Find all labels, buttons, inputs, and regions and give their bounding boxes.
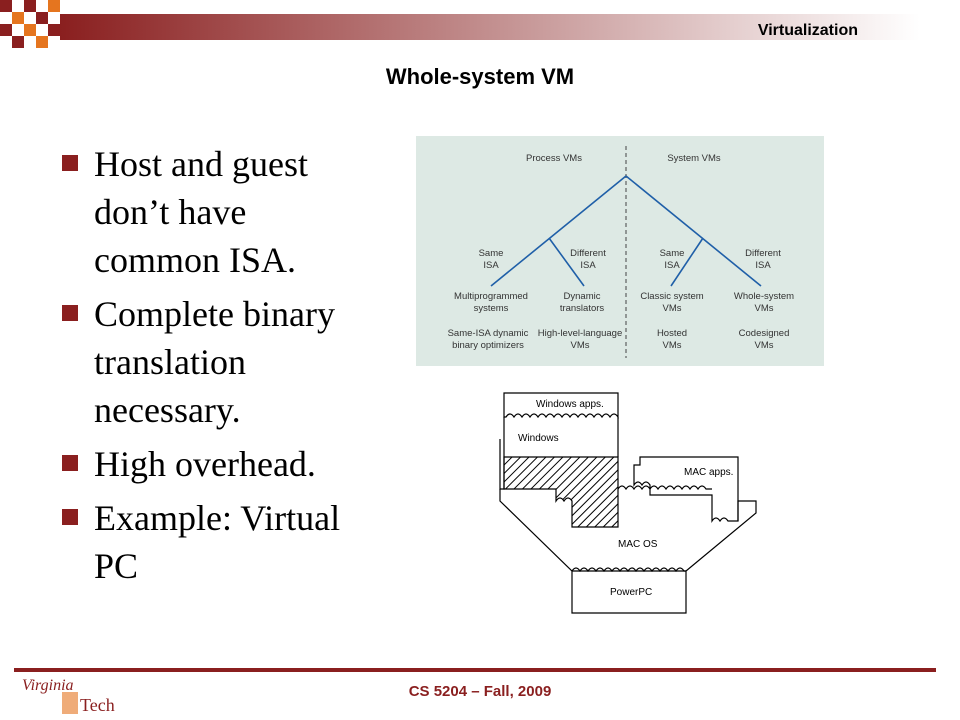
emulation-layer xyxy=(503,456,619,528)
label-high-level-language: VMs xyxy=(571,340,590,351)
label-high-level-language: High-level-language xyxy=(538,328,623,339)
label-different-isa-left: Different xyxy=(570,248,606,259)
label-different-isa-right: ISA xyxy=(755,260,771,271)
label-mac-apps: MAC apps. xyxy=(684,467,733,478)
bullet-item: Complete binary translation necessary. xyxy=(60,290,380,434)
footer-course-label: CS 5204 – Fall, 2009 xyxy=(408,683,552,700)
label-same-isa-dynamic: binary optimizers xyxy=(452,340,524,351)
powerpc-box xyxy=(571,567,687,614)
windows-apps-box xyxy=(503,392,619,419)
header-square xyxy=(12,12,24,24)
label-codesigned: Codesigned xyxy=(739,328,790,339)
label-codesigned: VMs xyxy=(755,340,774,351)
tree-branch xyxy=(670,237,704,287)
svg-text:Virginia: Virginia xyxy=(22,677,74,694)
label-multiprogrammed: Multiprogrammed xyxy=(454,291,528,302)
square-bullet-icon xyxy=(62,455,78,471)
label-hosted: VMs xyxy=(663,340,682,351)
label-whole-system: Whole-system xyxy=(734,291,794,302)
label-dynamic-translators: translators xyxy=(560,303,605,314)
header-square xyxy=(36,36,48,48)
square-bullet-icon xyxy=(62,155,78,171)
software-stack-diagram: Windows apps. Windows MAC apps. MAC OS P… xyxy=(499,392,757,614)
label-multiprogrammed: systems xyxy=(474,303,509,314)
mac-apps-wave xyxy=(617,485,712,491)
label-different-isa-left: ISA xyxy=(580,260,596,271)
bullet-text: Complete binary translation necessary. xyxy=(94,294,335,430)
bullet-text: Host and guest don’t have common ISA. xyxy=(94,144,308,280)
label-windows: Windows xyxy=(518,433,559,444)
taxonomy-background xyxy=(416,136,824,366)
mac-os-region xyxy=(499,489,757,572)
header-gradient-bar xyxy=(60,14,920,40)
label-hosted: Hosted xyxy=(657,328,687,339)
virginia-tech-logo: Virginia Tech xyxy=(22,677,115,715)
header-square xyxy=(36,12,48,24)
label-process-vms: Process VMs xyxy=(526,153,582,164)
label-same-isa-left: ISA xyxy=(483,260,499,271)
tree-branch xyxy=(490,175,627,287)
bullet-item: Example: Virtual PC xyxy=(60,494,380,590)
bullet-text: High overhead. xyxy=(94,444,316,484)
header-band xyxy=(0,0,920,48)
label-same-isa-left: Same xyxy=(479,248,504,259)
label-same-isa-dynamic: Same-ISA dynamic xyxy=(448,328,529,339)
label-system-vms: System VMs xyxy=(667,153,721,164)
slide-title: Whole-system VM xyxy=(385,64,575,89)
header-square xyxy=(12,36,24,48)
bullet-item: Host and guest don’t have common ISA. xyxy=(60,140,380,284)
label-classic-system: Classic system xyxy=(640,291,703,302)
header-title: Virtualization xyxy=(757,22,858,39)
header-square xyxy=(0,0,12,12)
header-square xyxy=(0,24,12,36)
label-classic-system: VMs xyxy=(663,303,682,314)
header-square xyxy=(24,0,36,12)
label-mac-os: MAC OS xyxy=(618,539,658,550)
header-square xyxy=(48,0,60,12)
square-bullet-icon xyxy=(62,305,78,321)
label-same-isa-right: Same xyxy=(660,248,685,259)
header-square xyxy=(48,24,60,36)
tree-branch xyxy=(548,237,585,287)
label-dynamic-translators: Dynamic xyxy=(564,291,601,302)
label-different-isa-right: Different xyxy=(745,248,781,259)
svg-text:Tech: Tech xyxy=(80,695,115,715)
square-bullet-icon xyxy=(62,509,78,525)
label-whole-system: VMs xyxy=(755,303,774,314)
label-same-isa-right: ISA xyxy=(664,260,680,271)
vm-taxonomy-diagram: Process VMs System VMs Same ISA Differen… xyxy=(416,136,824,366)
bullet-item: High overhead. xyxy=(60,440,380,488)
bullet-text: Example: Virtual PC xyxy=(94,498,341,586)
header-square xyxy=(24,24,36,36)
tree-branch xyxy=(625,175,762,287)
label-windows-apps: Windows apps. xyxy=(536,399,604,410)
windows-box xyxy=(499,417,619,490)
bullet-list: Host and guest don’t have common ISA. Co… xyxy=(60,140,380,596)
footer-divider xyxy=(14,668,936,672)
mac-apps-box xyxy=(633,456,739,523)
label-powerpc: PowerPC xyxy=(610,587,652,598)
